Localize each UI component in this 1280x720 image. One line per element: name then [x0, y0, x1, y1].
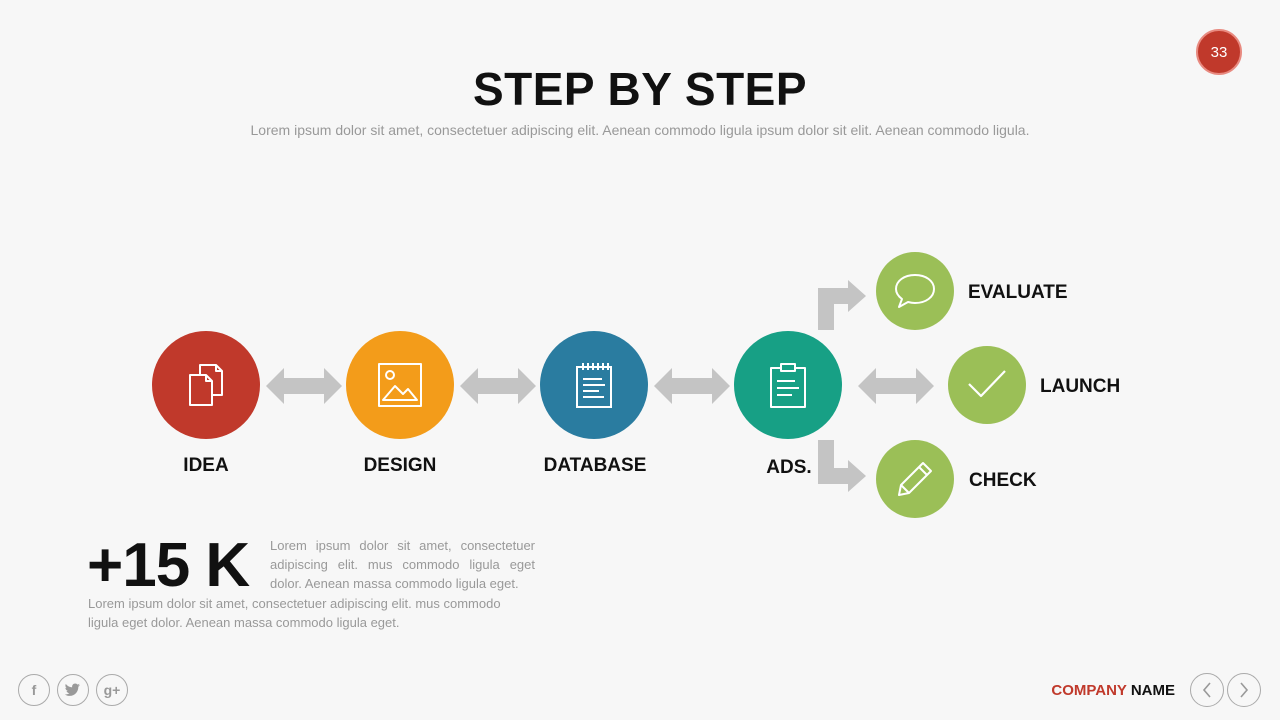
checkmark-icon: [968, 370, 1006, 398]
chevron-left-icon: [1202, 682, 1211, 698]
branch-label-check: CHECK: [969, 470, 1037, 491]
documents-icon: [189, 364, 223, 406]
double-arrow-database-ads: [654, 368, 730, 404]
branch-launch-circle: [948, 346, 1026, 424]
speech-bubble-icon: [895, 274, 935, 308]
double-arrow-idea-design: [266, 368, 342, 404]
step-idea-circle: [152, 331, 260, 439]
clipboard-icon: [770, 363, 806, 408]
stat-description: Lorem ipsum dolor sit amet, consectetuer…: [270, 538, 535, 591]
branch-label-launch: LAUNCH: [1040, 376, 1121, 397]
pencil-icon: [898, 462, 932, 496]
slide-title: STEP BY STEP: [472, 63, 808, 115]
company-name: COMPANY NAME: [1000, 682, 1175, 699]
page-number-badge: 33: [1196, 29, 1242, 75]
twitter-bird-icon: [65, 683, 80, 696]
twitter-icon[interactable]: [57, 674, 89, 706]
stat-value: +15 K: [87, 531, 250, 600]
notepad-icon: [576, 363, 612, 408]
branch-label-evaluate: EVALUATE: [968, 282, 1068, 303]
step-ads-circle: [734, 331, 842, 439]
image-icon: [378, 363, 422, 407]
step-label-idea: IDEA: [183, 455, 229, 476]
facebook-icon[interactable]: f: [18, 674, 50, 706]
step-label-design: DESIGN: [363, 455, 437, 476]
company-name-part1: COMPANY: [1051, 682, 1127, 699]
prev-slide-button[interactable]: [1190, 673, 1224, 707]
stat-description-secondary: Lorem ipsum dolor sit amet, consectetuer…: [88, 596, 501, 630]
next-slide-button[interactable]: [1227, 673, 1261, 707]
step-design-circle: [346, 331, 454, 439]
branch-check-circle: [876, 440, 954, 518]
google-plus-icon[interactable]: g+: [96, 674, 128, 706]
company-name-part2: NAME: [1130, 682, 1175, 699]
bent-arrow-evaluate: [818, 280, 866, 330]
step-label-database: DATABASE: [543, 455, 647, 476]
step-label-ads: ADS.: [766, 457, 812, 478]
double-arrow-design-database: [460, 368, 536, 404]
branch-evaluate-circle: [876, 252, 954, 330]
double-arrow-ads-launch: [858, 368, 934, 404]
step-database-circle: [540, 331, 648, 439]
chevron-right-icon: [1240, 682, 1249, 698]
slide-subtitle: Lorem ipsum dolor sit amet, consectetuer…: [250, 122, 1030, 138]
